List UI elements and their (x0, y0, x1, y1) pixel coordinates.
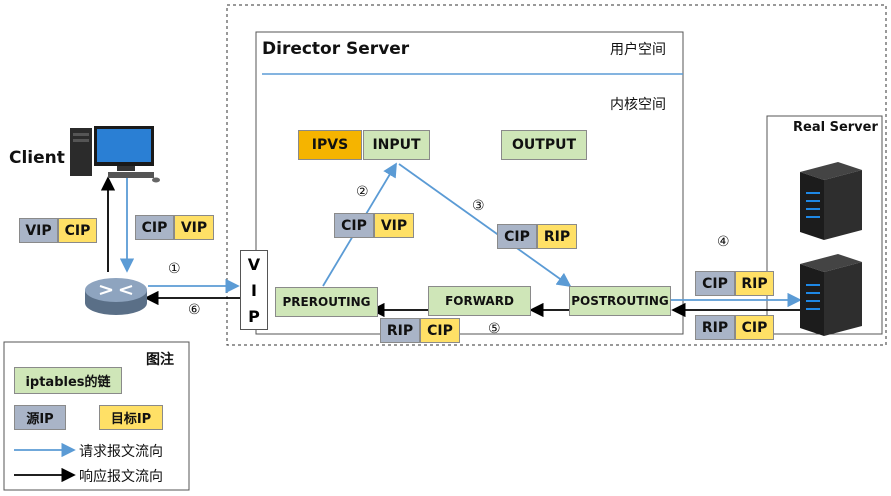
step-1-label: ① (168, 261, 181, 277)
legend-title: 图注 (146, 352, 174, 368)
packet-rs-resp-dst: CIP (735, 315, 774, 340)
legend-box (3, 341, 190, 491)
legend-response-label: 响应报文流向 (79, 469, 163, 485)
step-3-label: ③ (472, 198, 485, 214)
input-chain: INPUT (363, 130, 430, 160)
legend-chain-swatch: iptables的链 (14, 367, 122, 394)
user-space-label: 用户空间 (610, 42, 666, 58)
packet-step5-src: RIP (380, 318, 420, 343)
legend-source-swatch: 源IP (14, 405, 66, 430)
legend-request-label: 请求报文流向 (79, 444, 163, 460)
request-arrow-step3 (398, 163, 572, 288)
packet-client-resp-dst: CIP (58, 218, 97, 243)
computer-icon (70, 126, 160, 183)
step-5-label: ⑤ (488, 321, 501, 337)
forward-chain: FORWARD (428, 286, 531, 316)
output-chain: OUTPUT (501, 130, 587, 160)
step-6-label: ⑥ (188, 302, 201, 318)
director-server-box (255, 31, 684, 335)
vip-letter-p: P (248, 306, 260, 326)
outer-dashed-frame (226, 4, 887, 346)
server-icon-bottom (800, 254, 862, 336)
client-label: Client (9, 148, 65, 168)
packet-step2-src: CIP (334, 213, 374, 238)
packet-step3-src: CIP (497, 224, 537, 249)
step-2-label: ② (356, 184, 369, 200)
kernel-space-label: 内核空间 (610, 97, 666, 113)
ipvs-box: IPVS (298, 130, 362, 160)
vip-letter-v: V (247, 254, 261, 274)
packet-client-resp-src: VIP (19, 218, 58, 243)
packet-step3-dst: RIP (537, 224, 577, 249)
packet-client-req-dst: VIP (174, 215, 214, 240)
prerouting-chain: PREROUTING (275, 287, 378, 317)
packet-rs-resp-src: RIP (695, 315, 735, 340)
packet-step2-dst: VIP (374, 213, 414, 238)
vip-letter-i: I (251, 280, 257, 300)
director-title: Director Server (262, 39, 410, 59)
packet-step5-dst: CIP (420, 318, 460, 343)
vip-interface: V I P (240, 250, 268, 330)
packet-step4-dst: RIP (735, 271, 774, 296)
postrouting-chain: POSTROUTING (569, 286, 671, 316)
packet-client-req-src: CIP (135, 215, 174, 240)
packet-step4-src: CIP (695, 271, 735, 296)
router-icon (85, 278, 147, 315)
server-icon-top (800, 162, 862, 240)
real-server-label: Real Server (793, 120, 878, 135)
step-4-label: ④ (717, 234, 730, 250)
legend-target-swatch: 目标IP (99, 405, 163, 430)
